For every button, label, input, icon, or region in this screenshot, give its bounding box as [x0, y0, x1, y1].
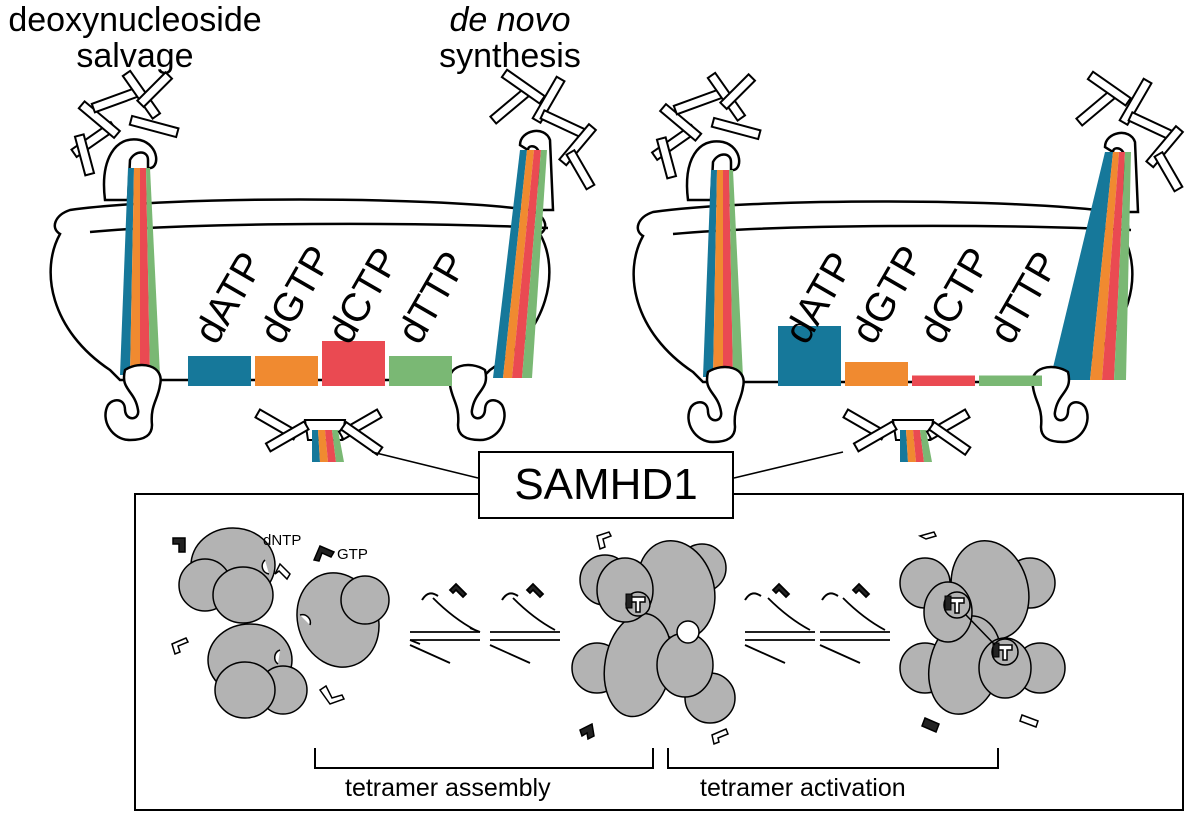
left-tub-left-foot [104, 363, 162, 442]
salvage-heading-line2: salvage [76, 37, 194, 75]
equilibrium-arrows [409, 582, 890, 664]
tetramer-assembly-label: tetramer assembly [345, 774, 551, 802]
left-tub-dntp-bars [188, 341, 452, 386]
right-tub-denovo-stream [1050, 152, 1131, 380]
equilibrium-arrow [744, 582, 815, 664]
tetramer-activation-label: tetramer activation [700, 774, 906, 802]
right-drain [842, 408, 972, 462]
gtp-ligand [921, 717, 940, 733]
assembly-bracket [314, 748, 654, 769]
equilibrium-arrow [819, 582, 890, 664]
left-tub-salvage-faucet-handles [70, 69, 180, 177]
gtp-ligand [579, 722, 595, 741]
denovo-heading-line1: de novo [449, 1, 571, 39]
free-ligands [171, 531, 1039, 746]
monomer [178, 527, 276, 624]
right-tub-salvage-faucet-handles [650, 71, 762, 180]
denovo-heading-line2: synthesis [439, 37, 581, 75]
samhd1-tetramer-inactive [571, 539, 736, 724]
gtp-ligand [312, 545, 336, 562]
samhd1-label: SAMHD1 [478, 451, 734, 519]
bar-dctp [912, 375, 975, 386]
bar-dgtp [845, 362, 908, 386]
bar-datp [778, 326, 841, 386]
dntp-ligand [274, 562, 291, 581]
bar-dttp [389, 356, 452, 386]
bar-datp [188, 356, 251, 386]
left-tub [49, 68, 598, 442]
right-tub-left-foot [687, 365, 745, 444]
right-tub-right-foot [1031, 365, 1089, 444]
right-tub-salvage-faucet [685, 140, 741, 202]
legend-gtp: GTP [337, 546, 368, 563]
connector-left [371, 451, 479, 479]
gtp-ligand [172, 537, 186, 553]
connector-right [733, 451, 844, 479]
samhd1-monomers [178, 527, 390, 719]
left-drain [254, 408, 384, 462]
activation-bracket [667, 748, 999, 769]
equilibrium-arrow [489, 582, 560, 664]
legend-dntp: dNTP [263, 532, 302, 549]
dntp-ligand [596, 531, 613, 551]
left-tub-body [49, 198, 551, 382]
equilibrium-arrow [409, 582, 481, 664]
dntp-ligand [917, 531, 938, 540]
right-tub-salvage-stream [703, 170, 743, 377]
dntp-ligand [1019, 714, 1039, 728]
bar-dctp [322, 341, 385, 386]
left-tub-denovo-faucet-handles [488, 68, 598, 191]
samhd1-tetramer-active [899, 539, 1066, 715]
left-tub-salvage-stream [120, 168, 160, 375]
right-tub-body [632, 200, 1134, 384]
dntp-ligand [318, 684, 346, 705]
left-tub-denovo-stream [493, 150, 547, 378]
right-tub-denovo-faucet-handles [1074, 70, 1185, 193]
bar-dttp [979, 375, 1042, 386]
left-tub-salvage-faucet [102, 138, 158, 202]
monomer [207, 623, 308, 719]
monomer [296, 572, 390, 668]
right-tub [632, 70, 1185, 444]
dntp-ligand [711, 728, 729, 746]
dntp-ligand [171, 637, 190, 656]
bar-dgtp [255, 356, 318, 386]
salvage-heading-line1: deoxynucleoside [8, 1, 262, 39]
right-tub-dntp-bars [778, 326, 1042, 386]
